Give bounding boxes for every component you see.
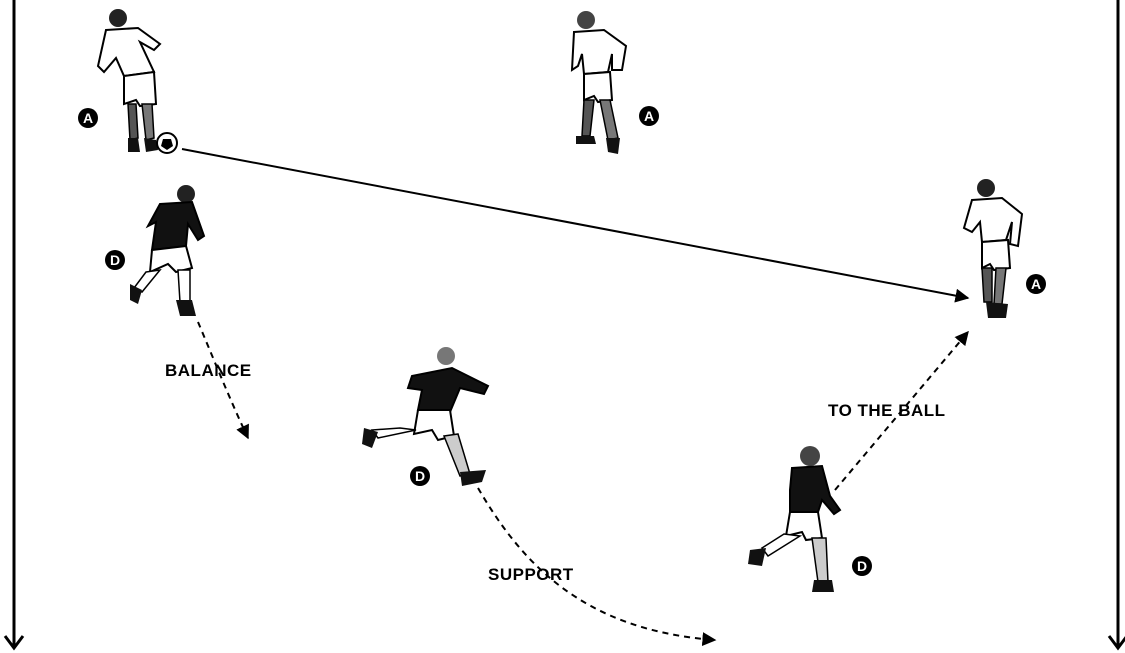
balance-arrow bbox=[197, 321, 249, 440]
attacker-player-2 bbox=[570, 11, 628, 154]
attacker-badge-2: A bbox=[639, 106, 659, 126]
svg-text:D: D bbox=[415, 468, 425, 484]
balance-label: BALANCE bbox=[165, 361, 252, 380]
right-sideline bbox=[1107, 0, 1125, 651]
defender-badge-2: D bbox=[410, 466, 430, 486]
defender-player-3 bbox=[748, 446, 842, 592]
attacker-badge-1: A bbox=[78, 108, 98, 128]
support-label: SUPPORT bbox=[488, 565, 574, 584]
pass-arrow bbox=[181, 148, 970, 303]
svg-text:D: D bbox=[110, 252, 120, 268]
svg-text:D: D bbox=[857, 558, 867, 574]
svg-text:A: A bbox=[644, 108, 654, 124]
defender-badge-3: D bbox=[852, 556, 872, 576]
soccer-ball bbox=[156, 132, 178, 154]
svg-text:A: A bbox=[1031, 276, 1041, 292]
attacker-player-1 bbox=[96, 9, 162, 152]
attacker-badge-3: A bbox=[1026, 274, 1046, 294]
to-the-ball-label: TO THE BALL bbox=[828, 401, 946, 420]
left-sideline bbox=[3, 0, 25, 651]
support-arrow bbox=[477, 487, 717, 647]
defender-player-1 bbox=[130, 185, 206, 316]
defender-player-2 bbox=[362, 347, 490, 486]
defender-badge-1: D bbox=[105, 250, 125, 270]
svg-text:A: A bbox=[83, 110, 93, 126]
to-the-ball-arrow bbox=[834, 330, 969, 491]
attacker-player-3 bbox=[962, 179, 1024, 318]
